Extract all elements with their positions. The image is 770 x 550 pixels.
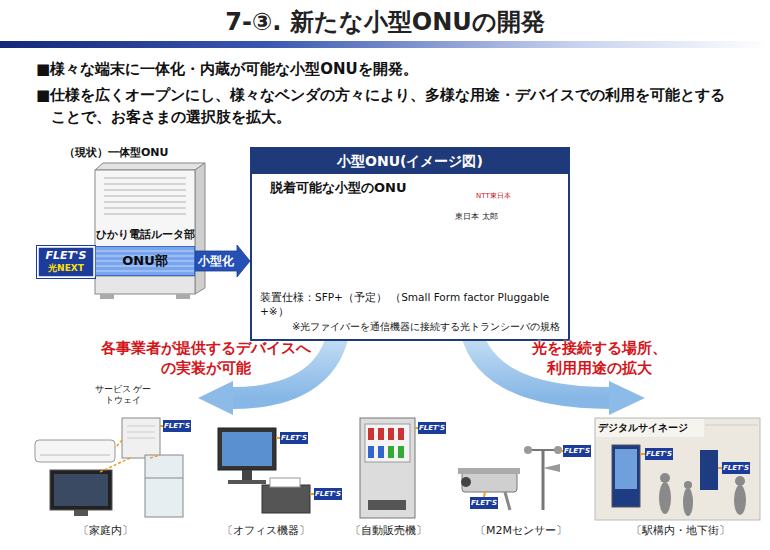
bullet-text: ■様々な端末に一体化・内蔵が可能な小型ONUを開発。 xyxy=(36,58,736,80)
device-label: デジタルサイネージ xyxy=(598,421,702,434)
router-part: ひかり電話ルータ部 xyxy=(95,170,195,246)
logo-subtext: 光NEXT xyxy=(38,262,94,274)
scene-caption: 〔自動販売機〕 xyxy=(334,524,442,538)
logo-text: FLET'S xyxy=(418,422,446,434)
card-text: 東日本 太郎 xyxy=(455,212,515,222)
onu-device xyxy=(95,163,205,299)
logo-text: FLET'S xyxy=(563,445,591,457)
scene-caption: 〔駅構内・地下街〕 xyxy=(612,524,748,538)
callout-text: 各事業者が提供するデバイスへの実装が可能 xyxy=(95,338,317,378)
flets-logo-frame xyxy=(37,246,96,279)
logo-text: FLET'S xyxy=(280,432,308,444)
panel-header: 小型ONU(イメージ図) xyxy=(252,149,568,174)
vending-machine xyxy=(360,418,418,518)
logo-text: FLET'S xyxy=(163,420,191,432)
callout-text: 光を接続する場所、利用用途の拡大 xyxy=(528,338,670,378)
card-text: NTT東日本 xyxy=(476,192,522,201)
node-text: ※光ファイバーを通信機器に接続する光トランシーバの規格 xyxy=(252,318,568,339)
slide-title: 7-③. 新たな小型ONUの開発 xyxy=(0,7,770,37)
logo-text: FLET'S xyxy=(645,448,673,460)
onu-part: ONU部 xyxy=(95,246,195,276)
arrow-label: 小型化 xyxy=(197,253,235,269)
logo-text: FLET'S xyxy=(314,488,342,500)
m2m-sensors xyxy=(458,446,563,510)
node-text: 装置仕様：SFP+（予定） （Small Form factor Pluggab… xyxy=(252,290,568,318)
node-text: 脱着可能な小型のONU xyxy=(252,174,568,196)
logo-text: FLET'S xyxy=(722,462,750,474)
logo-text: FLET'S xyxy=(38,249,94,262)
node-text: （現状）一体型ONU xyxy=(58,146,202,160)
office-devices xyxy=(218,428,314,513)
logo-text: FLET'S xyxy=(470,497,498,509)
home-devices xyxy=(35,418,183,517)
bullet-text: ■仕様を広くオープンにし、様々なベンダの方々により、多様な用途・デバイスでの利用… xyxy=(36,84,736,128)
title-rule xyxy=(0,41,770,48)
flets-logo xyxy=(38,247,94,277)
scene-caption: 〔家庭内〕 xyxy=(60,524,150,538)
scene-caption: 〔M2Mセンサー〕 xyxy=(462,524,580,538)
small-onu-panel: 小型ONU(イメージ図)脱着可能な小型のONU 装置仕様：SFP+（予定） （Sm… xyxy=(250,147,570,341)
block-arrow xyxy=(195,245,250,277)
station-scene xyxy=(595,418,760,520)
device-group: （現状）一体型ONU ひかり電話ルータ部 ONU部 xyxy=(58,146,202,304)
node-text: ひかり電話ルータ部 xyxy=(95,228,195,241)
small-logo-plates xyxy=(163,420,750,509)
node-text: ONU部 xyxy=(122,253,168,269)
scene-caption: 〔オフィス機器〕 xyxy=(208,524,324,538)
device-label: サービス ゲートウェイ xyxy=(94,384,152,406)
